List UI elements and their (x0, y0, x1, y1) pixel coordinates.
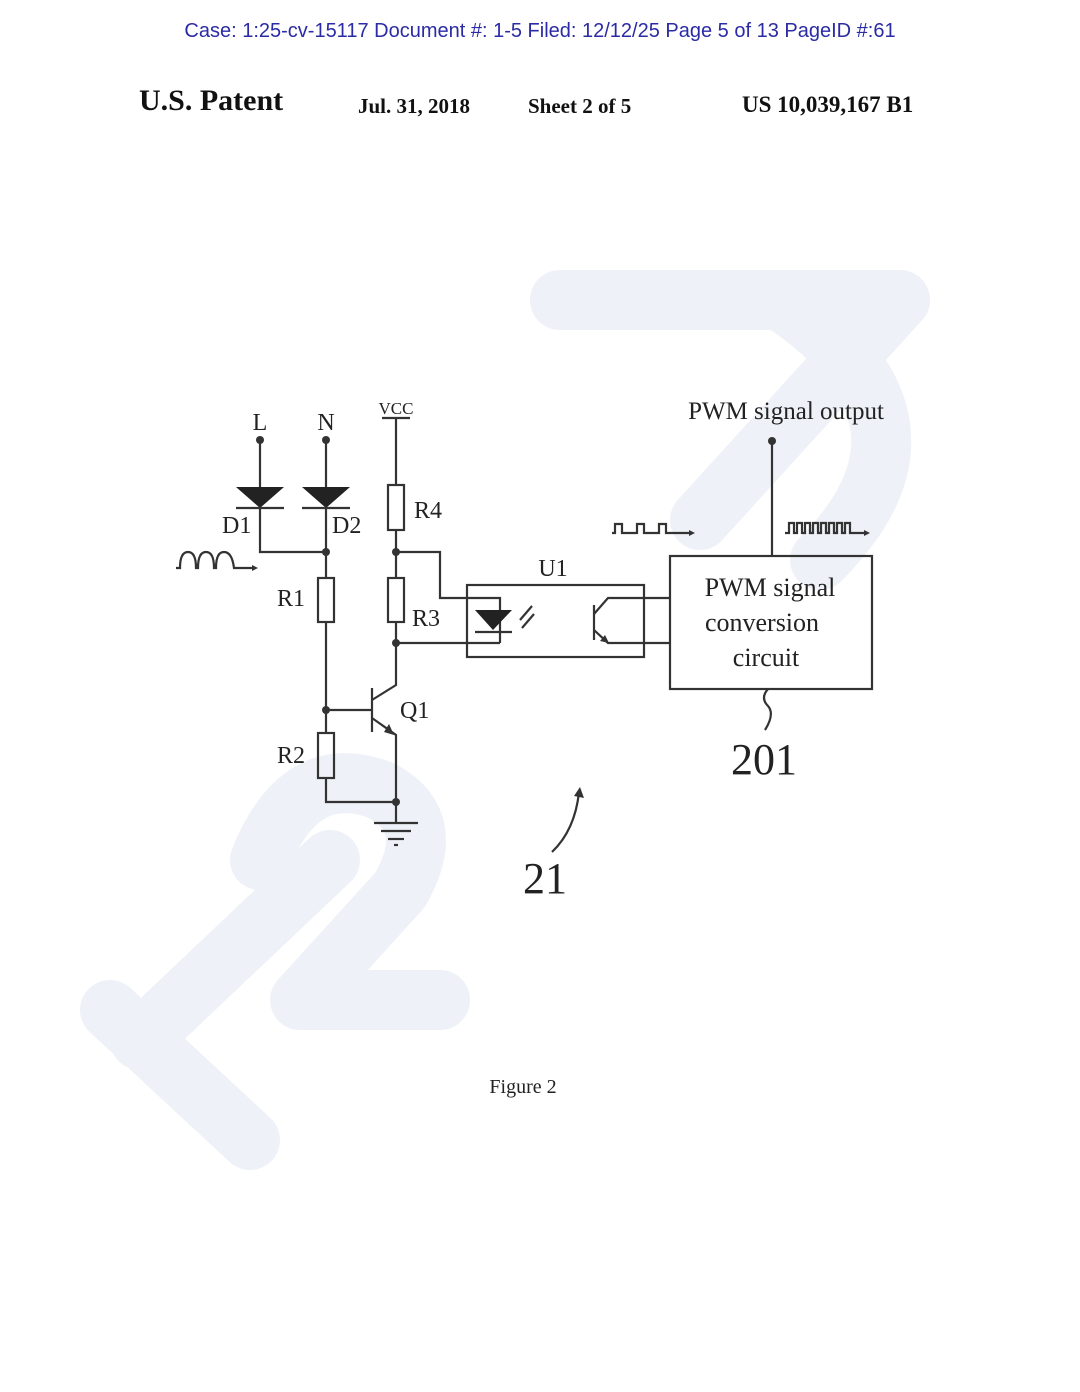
light-arrows-icon (519, 605, 535, 629)
label-d1: D1 (222, 513, 251, 539)
label-L: L (253, 410, 268, 436)
label-q1: Q1 (400, 698, 429, 724)
resistor-r1 (316, 576, 336, 624)
label-pwm-output: PWM signal output (688, 398, 884, 425)
figure-caption: Figure 2 (489, 1076, 556, 1098)
pulse-waveform (612, 522, 690, 535)
rectified-waveform (176, 550, 252, 570)
pwm-waveform (785, 521, 865, 535)
ground-icon (374, 802, 418, 847)
patent-date: Jul. 31, 2018 (358, 94, 471, 118)
watermark-graphic (80, 270, 930, 1170)
label-r3: R3 (412, 606, 440, 632)
patent-number: US 10,039,167 B1 (742, 92, 914, 117)
label-N: N (317, 410, 334, 436)
leader-21 (551, 791, 581, 853)
label-vcc: VCC (379, 399, 414, 418)
pwm-output-terminal (768, 437, 776, 445)
box-line-3: circuit (733, 643, 800, 672)
transistor-q1 (370, 643, 398, 802)
resistor-r4 (386, 483, 406, 532)
box-line-1: PWM signal (705, 573, 836, 602)
label-r1: R1 (277, 586, 305, 612)
sheet-number: Sheet 2 of 5 (528, 94, 632, 118)
phototransistor (592, 596, 670, 645)
leader-201 (762, 688, 772, 731)
resistor-r3 (386, 576, 406, 624)
ref-201: 201 (731, 735, 797, 784)
label-r4: R4 (414, 498, 442, 524)
label-u1: U1 (538, 556, 567, 582)
box-line-2: conversion (705, 608, 819, 637)
patent-title: U.S. Patent (139, 84, 284, 117)
label-r2: R2 (277, 743, 305, 769)
led-icon (475, 610, 512, 630)
diode-d2 (302, 440, 350, 578)
label-d2: D2 (332, 513, 361, 539)
case-header: Case: 1:25-cv-15117 Document #: 1-5 File… (184, 20, 896, 42)
diode-d1 (236, 440, 326, 554)
ref-21: 21 (523, 854, 567, 903)
optocoupler-u1 (465, 583, 646, 659)
